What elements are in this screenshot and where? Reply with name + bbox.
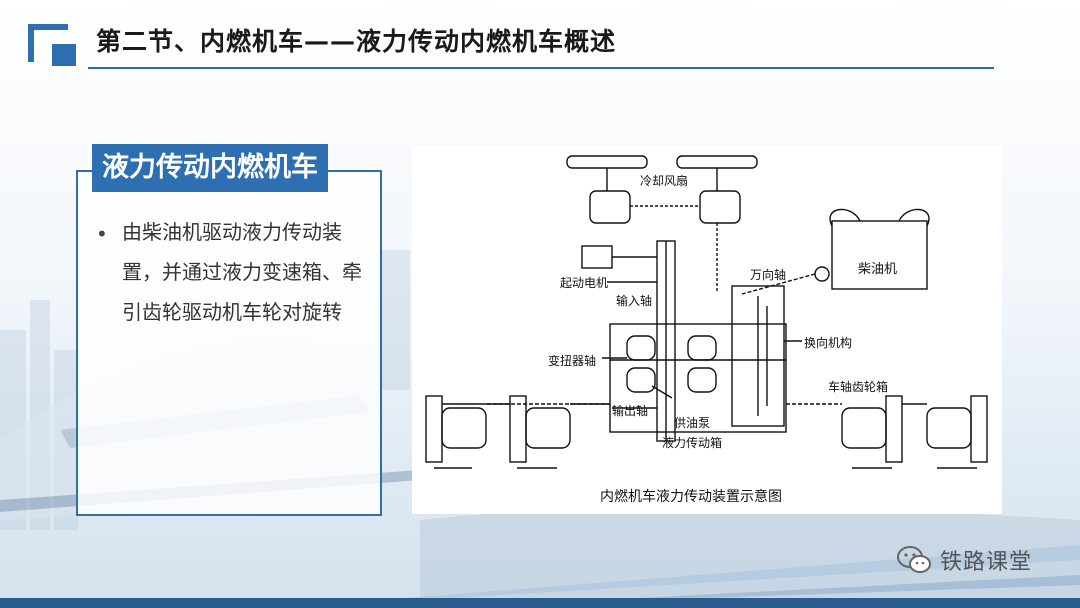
converter-4: [687, 367, 717, 393]
diagram-drawing: [425, 155, 988, 469]
transmission-diagram: 冷却风扇 起动电机 万向轴 柴油机 输入轴 换向机构 变扭器轴 车轴齿轮箱 输出…: [412, 146, 1002, 514]
reversing-column: [731, 285, 785, 427]
watermark-text: 铁路课堂: [940, 550, 1033, 575]
engine-flange: [814, 266, 830, 282]
label-torque-converter-shaft: 变扭器轴: [548, 354, 597, 368]
wechat-icon: [897, 546, 931, 573]
converter-2: [626, 367, 656, 393]
bullet-symbol: •: [96, 222, 108, 246]
label-reversing-mechanism: 换向机构: [804, 336, 853, 350]
watermark: 铁路课堂: [896, 540, 1032, 580]
logo-squares-icon: [28, 24, 76, 66]
diagram-caption: 内燃机车液力传动装置示意图: [600, 489, 782, 505]
label-input-shaft: 输入轴: [616, 294, 653, 308]
fan-drive-right: [699, 190, 741, 224]
bullet-text: 由柴油机驱动液力传动装置，并通过液力变速箱、牵引齿轮驱动机车轮对旋转: [122, 220, 362, 324]
page-title: 第二节、内燃机车——液力传动内燃机车概述: [96, 27, 617, 56]
gearbox-left-2: [525, 407, 571, 449]
starter-motor: [581, 245, 613, 269]
title-divider: [88, 67, 994, 69]
footer-bar: [0, 598, 1080, 608]
label-cardan-shaft: 万向轴: [750, 268, 787, 282]
label-cooling-fan: 冷却风扇: [640, 174, 689, 188]
wheel-left-2: [509, 395, 527, 463]
wheel-right-2: [970, 395, 988, 463]
panel-title: 液力传动内燃机车: [92, 144, 328, 192]
fan-right: [676, 155, 758, 169]
converter-1: [626, 335, 656, 361]
label-oil-pump: 供油泵: [674, 416, 711, 430]
diesel-engine: [831, 220, 928, 290]
label-starter-motor: 起动电机: [560, 276, 609, 290]
converter-3: [687, 335, 717, 361]
wheel-left-1: [425, 395, 443, 463]
fan-left: [566, 155, 648, 169]
label-diesel-engine: 柴油机: [858, 262, 898, 277]
label-hydraulic-transmission-box: 液力传动箱: [662, 436, 723, 450]
transmission-box: [609, 323, 787, 433]
label-output-shaft: 输出轴: [612, 404, 649, 418]
gearbox-right-1: [841, 407, 887, 449]
fan-drive-left: [589, 190, 631, 224]
cardan-shaft: [741, 273, 816, 295]
gearbox-right-2: [926, 407, 972, 449]
wheel-right-1: [885, 395, 903, 463]
label-axle-gearbox: 车轴齿轮箱: [828, 380, 889, 394]
gearbox-left-1: [441, 407, 487, 449]
